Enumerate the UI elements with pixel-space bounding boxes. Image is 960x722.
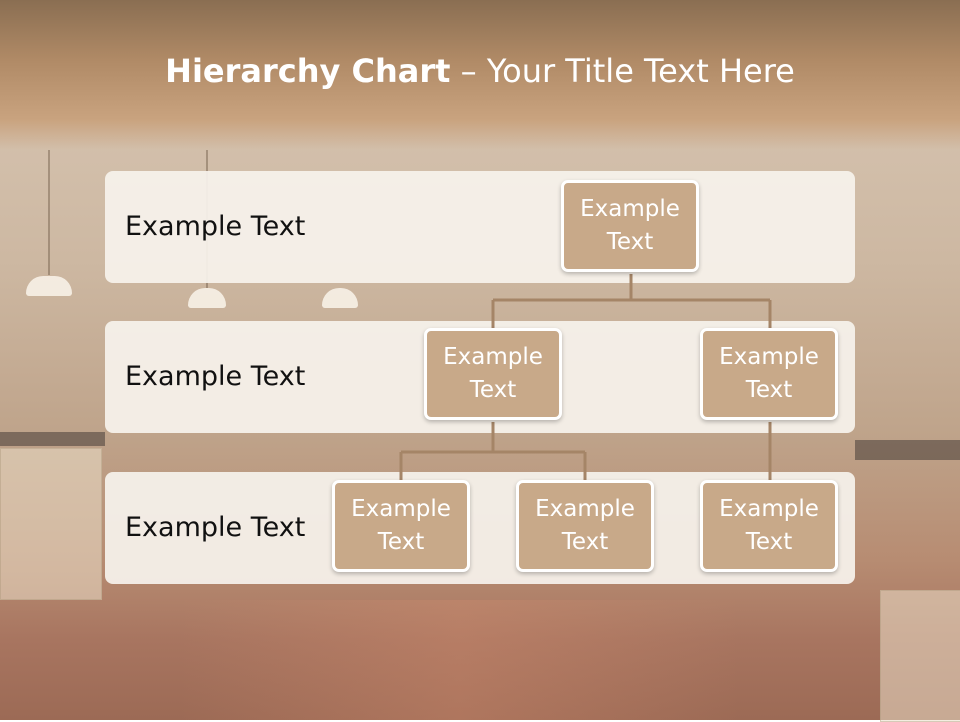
connector-root	[491, 274, 772, 330]
title-bold: Hierarchy Chart	[165, 52, 451, 90]
node-root[interactable]: Example Text	[561, 180, 699, 272]
node-level3-a[interactable]: Example Text	[332, 480, 470, 572]
connector-left-branch	[399, 422, 587, 482]
level-label: Example Text	[125, 211, 306, 242]
node-level2-left[interactable]: Example Text	[424, 328, 562, 420]
slide-title: Hierarchy Chart – Your Title Text Here	[0, 52, 960, 90]
level-label: Example Text	[125, 361, 306, 392]
title-rest: – Your Title Text Here	[450, 52, 795, 90]
level-band-1: Example Text	[105, 171, 855, 283]
node-level2-right[interactable]: Example Text	[700, 328, 838, 420]
level-label: Example Text	[125, 512, 306, 543]
node-level3-b[interactable]: Example Text	[516, 480, 654, 572]
node-level3-c[interactable]: Example Text	[700, 480, 838, 572]
